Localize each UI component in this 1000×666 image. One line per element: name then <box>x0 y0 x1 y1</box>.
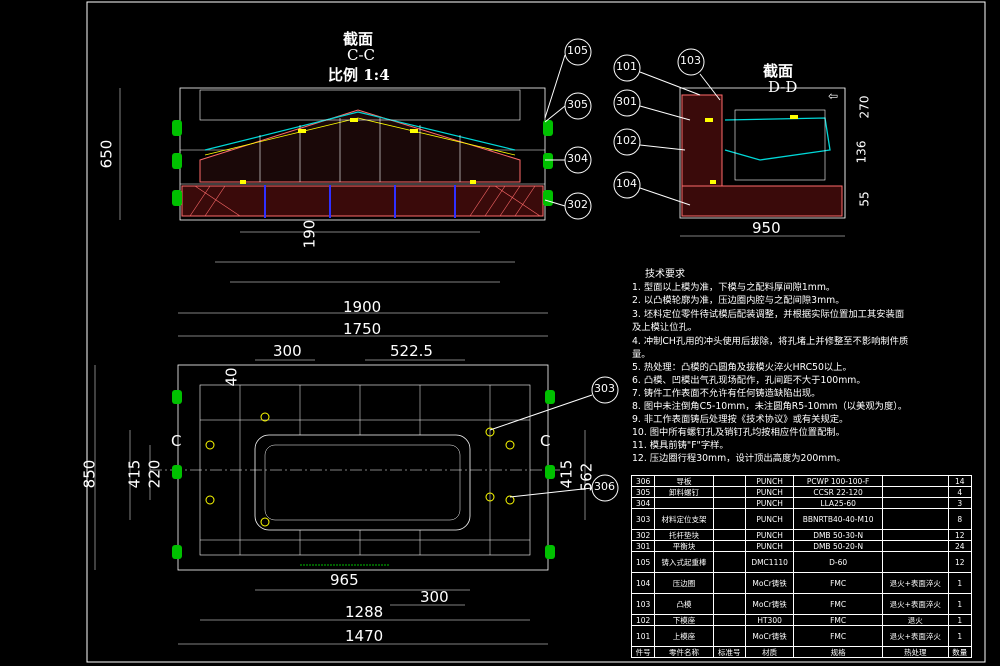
part-balloons <box>489 38 721 502</box>
note-line: 10. 图中所有螺钉孔及销钉孔均按相应件位置配制。 <box>632 427 845 438</box>
section-mark-right: C <box>540 432 551 450</box>
dim-1288: 1288 <box>345 603 384 621</box>
dim-40: 40 <box>222 367 241 387</box>
dim-190: 190 <box>300 219 319 249</box>
note-line: 1. 型面以上模为准，下模与之配料厚间隙1mm。 <box>632 282 836 293</box>
note-line: 5. 热处理：凸模的凸圆角及拔模火淬火HRC50以上。 <box>632 362 852 373</box>
dim-300-bottom: 300 <box>420 588 449 606</box>
note-line: 2. 以凸模轮廓为准，压边圈内腔与之配间隙3mm。 <box>632 295 845 306</box>
balloon-104: 104 <box>616 177 637 190</box>
notes-title: 技术要求 <box>645 269 685 280</box>
balloon-306: 306 <box>594 480 615 493</box>
balloon-103: 103 <box>680 54 701 67</box>
dim-55: 55 <box>857 191 872 207</box>
balloon-303: 303 <box>594 382 615 395</box>
dim-965: 965 <box>330 571 359 589</box>
dim-522-5: 522.5 <box>390 342 433 360</box>
dim-562: 562 <box>577 462 596 492</box>
section-dd-name: D-D <box>768 78 798 96</box>
section-dd-title: 截面 <box>763 62 794 80</box>
section-cc-scale: 比例 1:4 <box>328 66 390 84</box>
balloon-105: 105 <box>567 44 588 57</box>
balloon-305: 305 <box>567 98 588 111</box>
section-cc-title: 截面 <box>343 30 374 48</box>
balloon-102: 102 <box>616 134 637 147</box>
section-cc-view <box>119 87 553 283</box>
note-line: 量。 <box>632 349 651 360</box>
note-line: 4. 冲制CH孔用的冲头使用后拔除，将孔堵上并修整至不影响制件质 <box>632 336 909 347</box>
dim-1470: 1470 <box>345 627 384 645</box>
section-dd-view: ⇦ <box>679 87 846 237</box>
note-line: 12. 压边圈行程30mm，设计顶出高度为200mm。 <box>632 453 846 464</box>
svg-text:⇦: ⇦ <box>828 89 838 103</box>
balloon-301: 301 <box>616 95 637 108</box>
dim-950: 950 <box>752 219 781 237</box>
section-mark-left: C <box>171 432 182 450</box>
note-line: 及上模让位孔。 <box>632 322 698 333</box>
dim-415-right: 415 <box>557 459 576 489</box>
note-line: 11. 模具前铸"F"字样。 <box>632 440 729 451</box>
bom-header: 件号零件名称标准号材质规格热处理数量 <box>630 646 973 658</box>
note-line: 7. 铸件工作表面不允许有任何铸造缺陷出现。 <box>632 388 821 399</box>
note-line: 8. 图中未注倒角C5-10mm，未注圆角R5-10mm（以美观为度）。 <box>632 401 908 412</box>
drawing-frame <box>86 1 986 663</box>
note-line: 6. 凸模、凹模出气孔现场配作，孔间距不大于100mm。 <box>632 375 866 386</box>
dim-650: 650 <box>97 139 116 169</box>
dim-270: 270 <box>857 95 872 119</box>
plan-view <box>94 312 586 645</box>
note-line: 3. 坯料定位零件待试模后配装调整，并根据实际位置加工其安装面 <box>632 309 905 320</box>
dim-300-top: 300 <box>273 342 302 360</box>
dim-136: 136 <box>854 140 869 164</box>
dim-1750: 1750 <box>343 320 382 338</box>
balloon-302: 302 <box>567 198 588 211</box>
balloon-304: 304 <box>567 152 588 165</box>
dim-220: 220 <box>145 459 164 489</box>
dim-1900: 1900 <box>343 298 382 316</box>
dim-415-left: 415 <box>125 459 144 489</box>
balloon-101: 101 <box>616 60 637 73</box>
section-cc-name: C-C <box>347 46 376 64</box>
note-line: 9. 非工作表面铸后处理按《技术协议》或有关规定。 <box>632 414 849 425</box>
dim-850: 850 <box>80 459 99 489</box>
